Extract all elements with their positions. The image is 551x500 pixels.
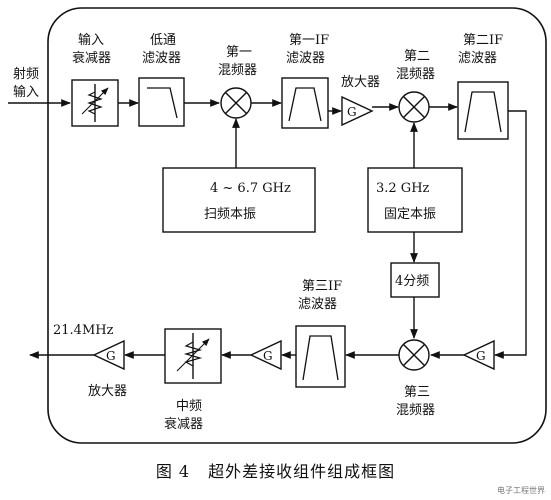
fixed-lo-name: 固定本振 [384,207,436,222]
if3-filter-label: 第三IF [302,279,342,294]
if3-filter-label-2: 滤波器 [298,297,337,312]
amp-out-label: 放大器 [88,384,127,399]
mixer1-symbol [220,87,252,119]
mixer2-label: 第二 [404,49,430,64]
fixed-lo-block: 3.2 GHz 固定本振 [367,167,463,233]
svg-text:G: G [106,349,116,363]
amp-out-symbol: G [92,339,125,371]
if3-filter-block [295,325,346,388]
amp-return-symbol: G [462,339,495,371]
if2-filter-label: 第二IF [463,33,503,48]
divider-label: 4分频 [395,274,429,289]
rf-input-label-2: 输入 [13,84,39,100]
svg-text:G: G [263,349,273,363]
swept-lo-block: 4 ~ 6.7 GHz 扫频本振 [162,167,316,233]
figure-number: 图 4 [155,462,191,481]
mixer1-label-2: 混频器 [218,63,257,78]
mixer1-label: 第一 [226,45,252,60]
mixer3-label: 第三 [404,385,430,400]
output-freq-label: 21.4MHz [53,323,114,338]
module-enclosure [47,7,547,444]
swept-lo-freq: 4 ~ 6.7 GHz [210,181,291,196]
svg-text:G: G [347,105,357,119]
amp1-label: 放大器 [341,75,380,90]
if-attenuator-label: 中频 [176,399,202,414]
if2-filter-label-2: 滤波器 [458,51,497,66]
mixer2-label-2: 混频器 [396,67,435,82]
fixed-lo-freq: 3.2 GHz [376,181,430,196]
if1-filter-label-2: 滤波器 [286,51,325,66]
if2-filter-block [457,81,509,140]
figure-caption: 图 4 超外差接收组件组成框图 [0,458,551,482]
lowpass-filter-label: 低通 [150,33,176,48]
svg-text:G: G [476,349,486,363]
if1-filter-block [281,77,329,129]
watermark: 电子工程世界 [497,486,545,495]
if-attenuator-label-2: 衰减器 [164,416,203,432]
amp1-symbol: G [341,95,374,127]
lowpass-filter-label-2: 滤波器 [142,51,181,66]
if1-filter-label: 第一IF [289,33,329,48]
swept-lo-name: 扫频本振 [204,207,256,222]
input-attenuator-block [71,79,119,127]
mixer2-symbol [398,91,430,123]
divider-block: 4分频 [390,262,440,298]
mixer3-label-2: 混频器 [396,403,435,418]
input-attenuator-label-2: 衰减器 [72,50,111,66]
amp2-symbol: G [249,339,282,371]
if-attenuator-block [164,328,222,384]
mixer3-symbol [398,339,430,371]
link-if2-return [494,110,527,359]
rf-input-label: 射频 [13,66,39,82]
input-attenuator-label: 输入 [78,32,104,48]
figure-title: 超外差接收组件组成框图 [208,462,396,481]
lowpass-filter-block [138,77,185,127]
